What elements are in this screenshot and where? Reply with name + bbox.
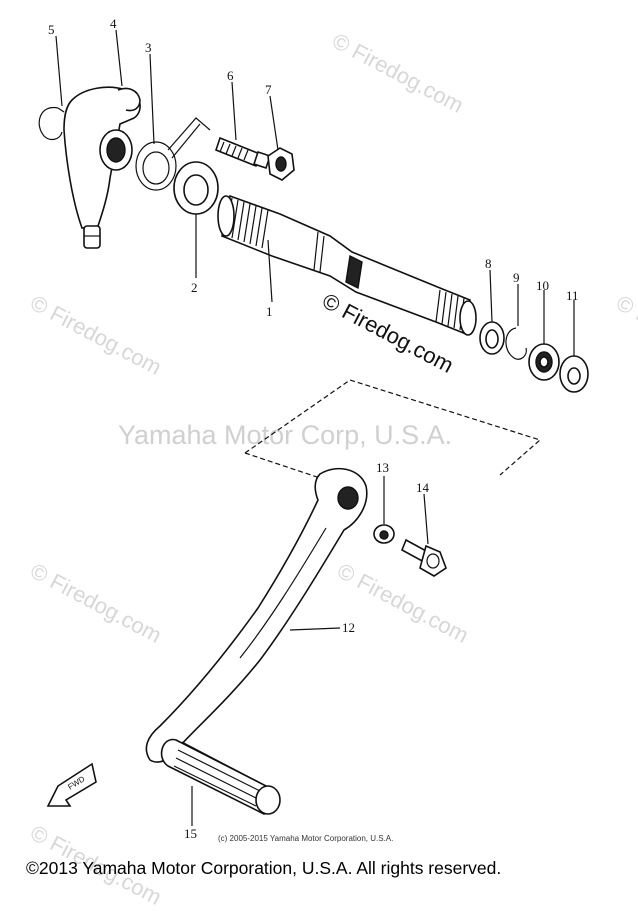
part-label-7: 7 — [265, 82, 272, 97]
exploded-parts-diagram: FWD 5 4 3 6 7 2 1 8 9 10 11 12 13 14 15 — [38, 16, 589, 841]
part-label-3: 3 — [145, 40, 152, 55]
part-15-pedal-rubber — [160, 738, 281, 815]
part-7-nut — [267, 147, 295, 181]
footer-copyright: ©2013 Yamaha Motor Corporation, U.S.A. A… — [26, 858, 502, 878]
part-9-clip — [505, 327, 527, 360]
part-6-screw — [215, 136, 272, 170]
part-11-washer — [559, 355, 589, 393]
part-label-11: 11 — [566, 288, 579, 303]
part-10-seal — [528, 343, 560, 381]
part-label-6: 6 — [227, 68, 234, 83]
part-4-shift-arm — [63, 86, 141, 249]
part-label-14: 14 — [416, 480, 430, 495]
part-labels: 5 4 3 6 7 2 1 8 9 10 11 12 13 14 15 — [48, 16, 579, 841]
part-label-5: 5 — [48, 22, 55, 37]
part-1-shaft — [217, 194, 477, 336]
part-13-washer — [373, 524, 395, 544]
part-12-shift-pedal — [145, 467, 368, 763]
fwd-arrow: FWD — [46, 762, 97, 807]
part-label-4: 4 — [110, 16, 117, 31]
part-label-15: 15 — [184, 826, 197, 841]
part-5-circlip — [38, 106, 65, 141]
part-8-washer — [479, 321, 505, 355]
part-label-12: 12 — [342, 620, 355, 635]
part-label-10: 10 — [536, 278, 549, 293]
assembly-guide-lines — [244, 379, 542, 479]
part-3-spring — [135, 117, 211, 191]
part-label-1: 1 — [266, 304, 273, 319]
small-copyright: (c) 2005-2015 Yamaha Motor Corporation, … — [218, 834, 394, 843]
part-label-8: 8 — [485, 256, 492, 271]
part-label-9: 9 — [513, 270, 520, 285]
part-label-13: 13 — [376, 460, 389, 475]
part-label-2: 2 — [191, 280, 198, 295]
part-14-bolt — [400, 538, 447, 577]
leader-lines — [55, 29, 575, 826]
part-2-washer — [173, 161, 219, 215]
